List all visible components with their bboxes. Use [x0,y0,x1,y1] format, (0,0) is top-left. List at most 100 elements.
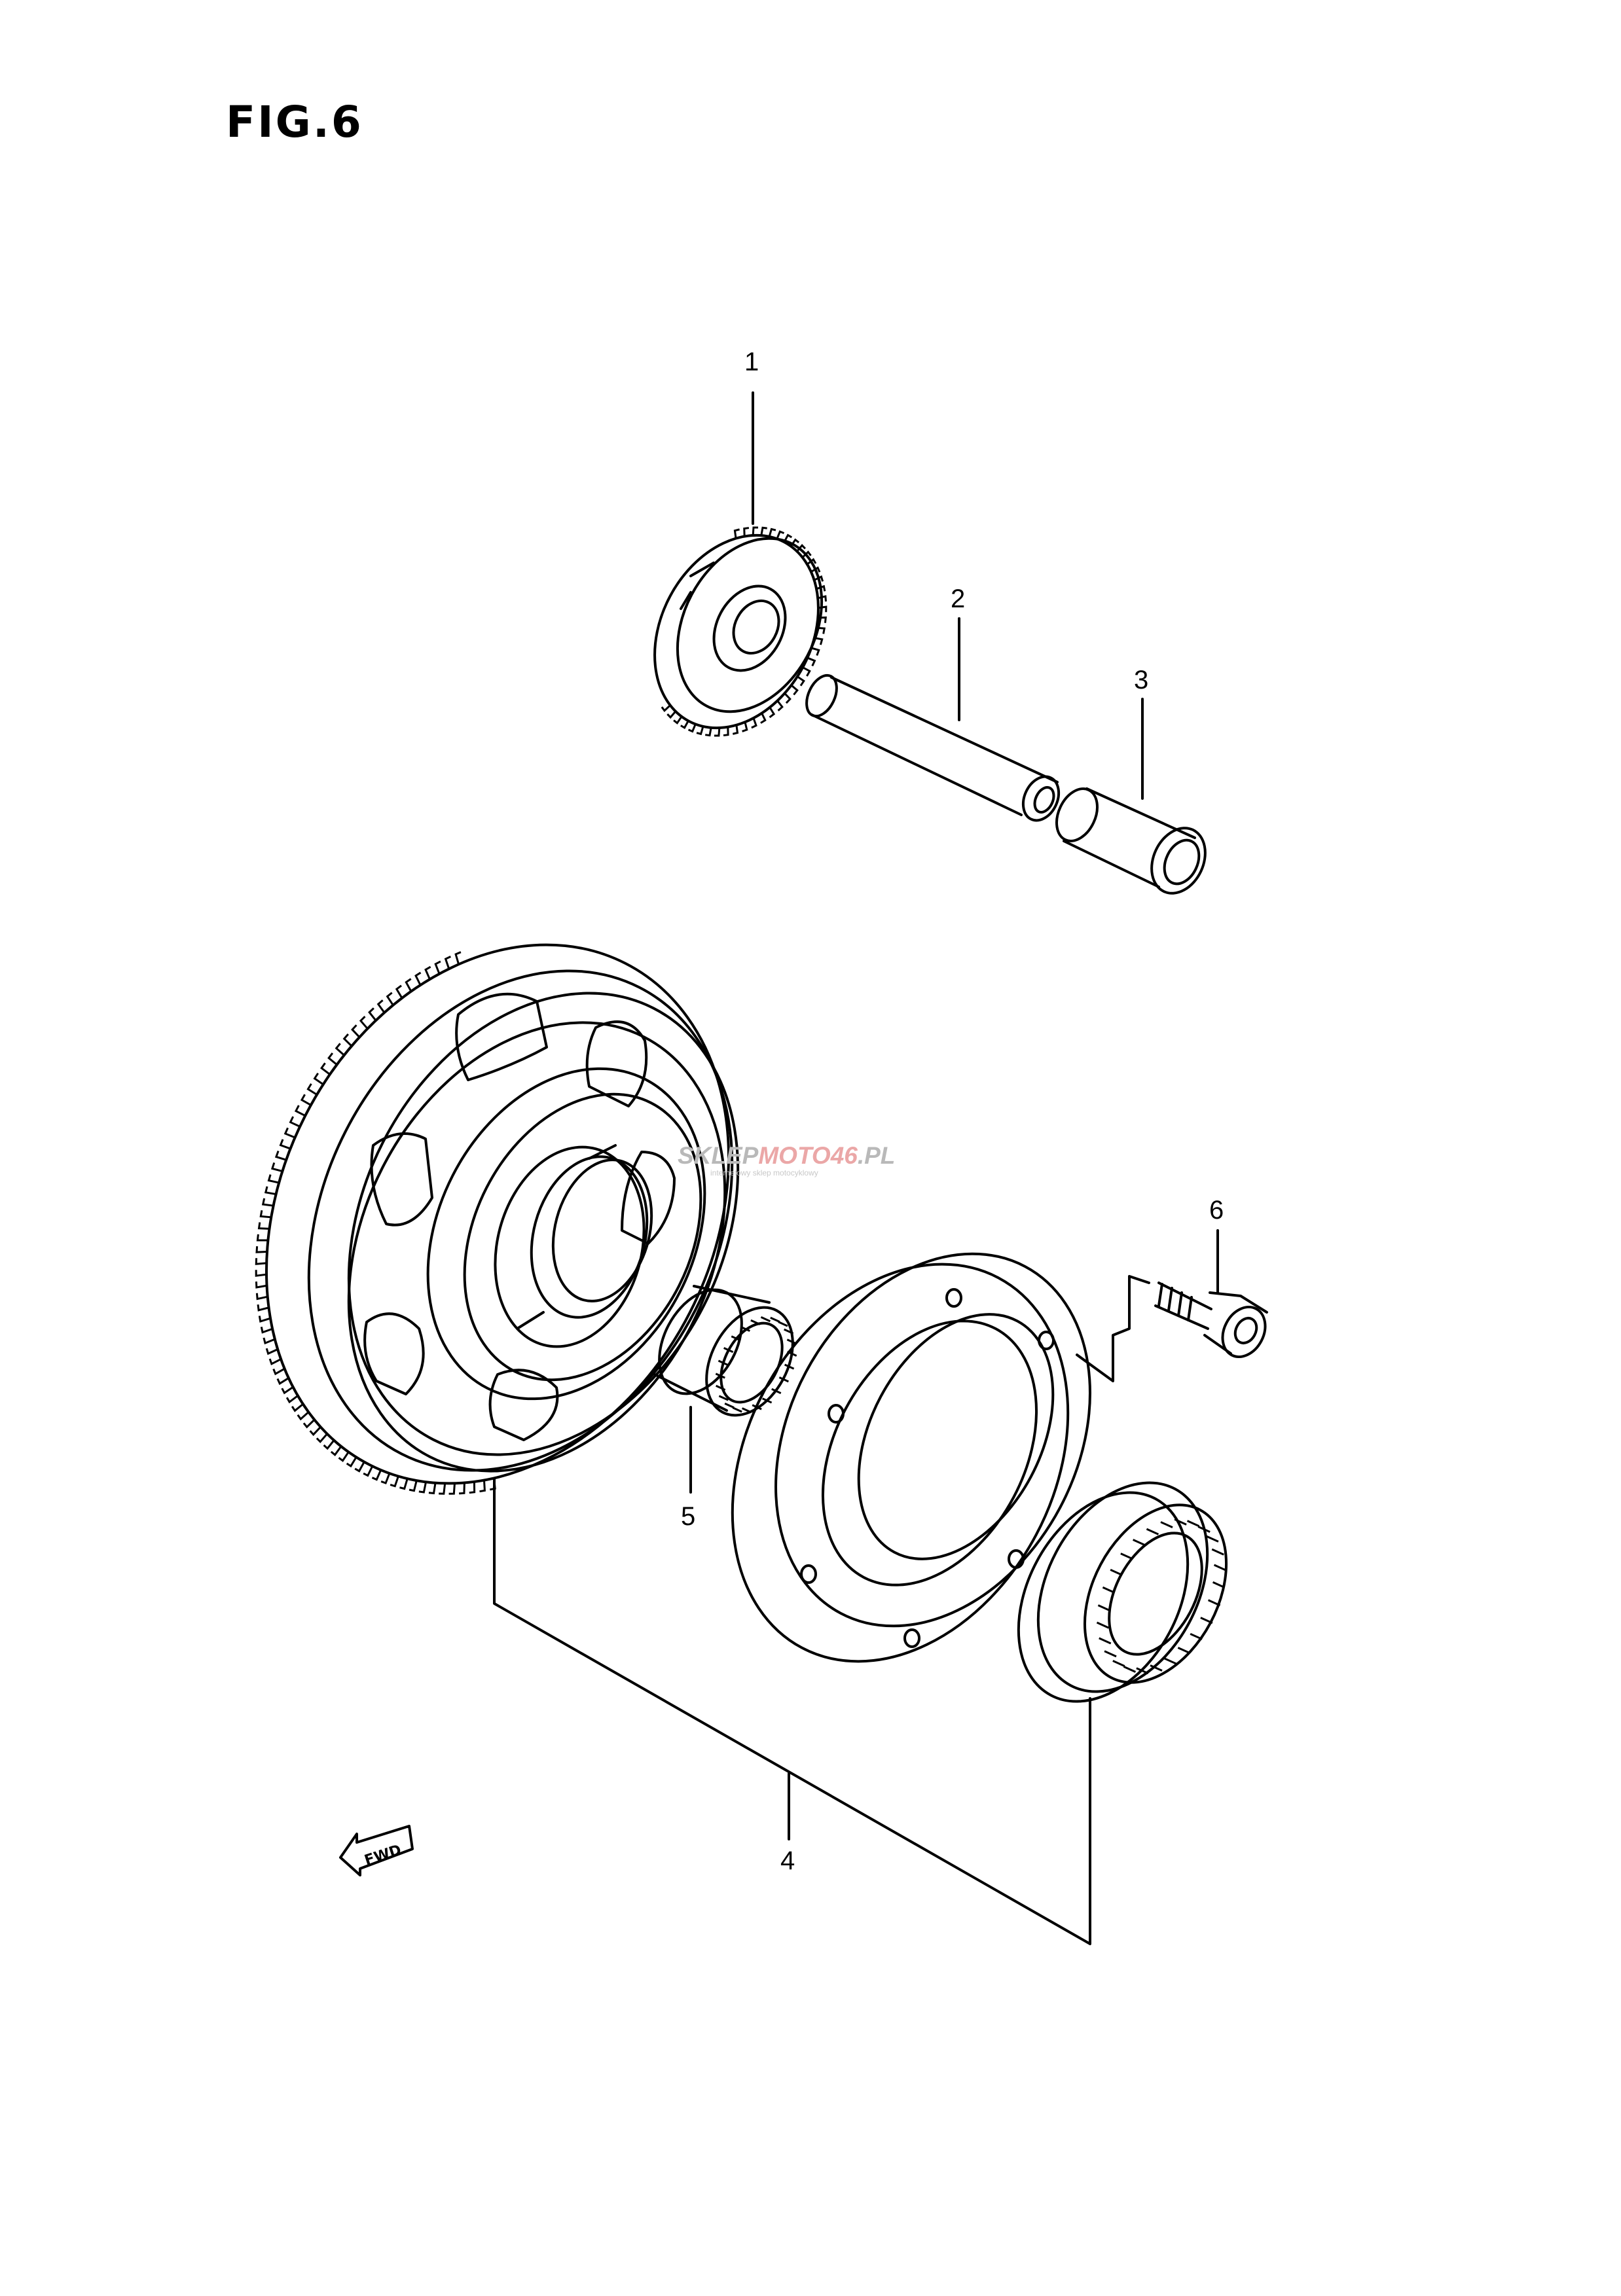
needle-roller [718,1359,729,1366]
gear-1-tooth [733,528,740,539]
gear-1-tooth [776,530,785,539]
gear-1-tooth [666,710,677,719]
gear-1-tooth [801,550,812,558]
sprag-roller [1211,1548,1224,1556]
gear-1-teeth [661,526,828,737]
starter-clutch-housing[interactable] [666,1199,1152,1720]
driven-gear-tooth [258,1316,271,1323]
sprag-roller [1212,1581,1226,1588]
driven-gear-tooth [359,1015,369,1030]
driven-gear-tooth [454,951,462,965]
sprag-roller [1190,1632,1203,1640]
part-5-needle-bearing[interactable] [643,1276,810,1430]
part-6-bolt[interactable] [1154,1282,1273,1364]
gear-1-tooth [696,726,704,736]
needle-roller [716,1384,726,1391]
gear-1-tooth [752,526,758,536]
gear-1-tooth [784,692,792,704]
sprag-roller [1146,1528,1159,1535]
part-2-shaft[interactable] [801,671,1066,827]
gear-1-tooth [797,675,805,687]
gear-1-tooth [714,727,721,737]
sprag-roller [1177,1647,1190,1654]
needle-roller [778,1376,789,1383]
gear-1-tooth [776,700,784,711]
gear-1-tooth [680,720,689,729]
driven-gear-tooth [371,1469,382,1481]
starter-driven-gear[interactable] [177,865,818,1563]
driven-gear-tooth [386,992,394,1006]
driven-gear-tooth [291,1403,304,1412]
bracket-4 [493,1478,1091,1945]
needle-roller [741,1407,752,1414]
driven-gear-tooth [261,1198,274,1207]
sprag-roller [1197,1526,1211,1533]
gear-1-tooth [751,717,757,729]
driven-gear-tooth [306,1083,318,1096]
sprag-roller [1110,1569,1123,1576]
callout-6: 6 [1209,1196,1224,1225]
driven-gear-tooth [354,1461,365,1473]
part-3-bushing[interactable] [1049,782,1216,902]
driven-gear-tooth [368,1007,377,1022]
gear-1-tooth [760,713,767,724]
gear-1-tooth [673,715,683,725]
driven-gear-tooth [267,1174,280,1184]
sprag-roller [1160,1521,1173,1529]
driven-gear-tooth [270,1162,283,1173]
gear-1-tooth [806,558,817,565]
gear-1-tooth [807,656,816,667]
driven-gear-tooth [444,956,451,969]
sprag-roller [1123,1665,1137,1673]
needle-roller [731,1335,741,1342]
one-way-clutch[interactable] [985,1454,1255,1731]
driven-gear-tooth [255,1246,268,1253]
driven-gear-tooth [257,1222,270,1230]
driven-gear-tooth [257,1304,269,1312]
callout-2: 2 [951,584,965,613]
watermark-brand-left: SKLEP [678,1142,759,1169]
driven-gear-tooth [281,1386,294,1395]
driven-gear-tooth [418,1481,428,1494]
gear-1-tooth [790,684,799,696]
callout-4: 4 [780,1846,795,1875]
gear-1-tooth [813,575,824,582]
part-1-idle-gear[interactable] [623,507,851,757]
needle-roller [724,1402,735,1409]
needle-roller [778,1321,788,1327]
driven-gear-tooth [376,999,386,1014]
sprag-roller [1207,1599,1221,1607]
driven-gear-tooth [255,1270,267,1277]
driven-gear-tooth [409,1480,418,1492]
gear-1-tooth [742,721,748,732]
driven-gear-tooth [256,1234,268,1242]
driven-gear-tooth [302,1419,316,1429]
bolt-fitment-line [1076,1275,1150,1382]
driven-gear-tooth [255,1293,268,1300]
sprag-roller [1112,1660,1125,1667]
needle-roller [718,1395,729,1401]
driven-gear-teeth [255,951,496,1495]
sprag-roller [1136,1667,1149,1675]
callout-5: 5 [681,1502,695,1531]
gear-1-tooth [768,528,776,537]
needle-roller [740,1325,750,1332]
needle-roller [760,1316,771,1323]
gear-1-tooth [743,527,750,537]
driven-gear-tooth [268,1358,282,1365]
driven-gear-tooth [309,1426,321,1437]
sprag-roller [1097,1604,1111,1612]
sprag-roller [1099,1637,1112,1645]
driven-gear-tooth [327,1052,338,1066]
driven-gear-tooth [434,960,441,975]
driven-gear-tooth [479,1480,486,1493]
sprag-roller [1174,1518,1187,1526]
driven-gear-tooth [448,1483,456,1495]
driven-gear-tooth [300,1094,312,1106]
needle-roller [723,1347,734,1354]
driven-gear-tooth [380,1473,391,1484]
gear-1-tooth [687,723,697,733]
sprag-roller [1150,1664,1163,1672]
driven-gear-tooth [276,1377,289,1386]
